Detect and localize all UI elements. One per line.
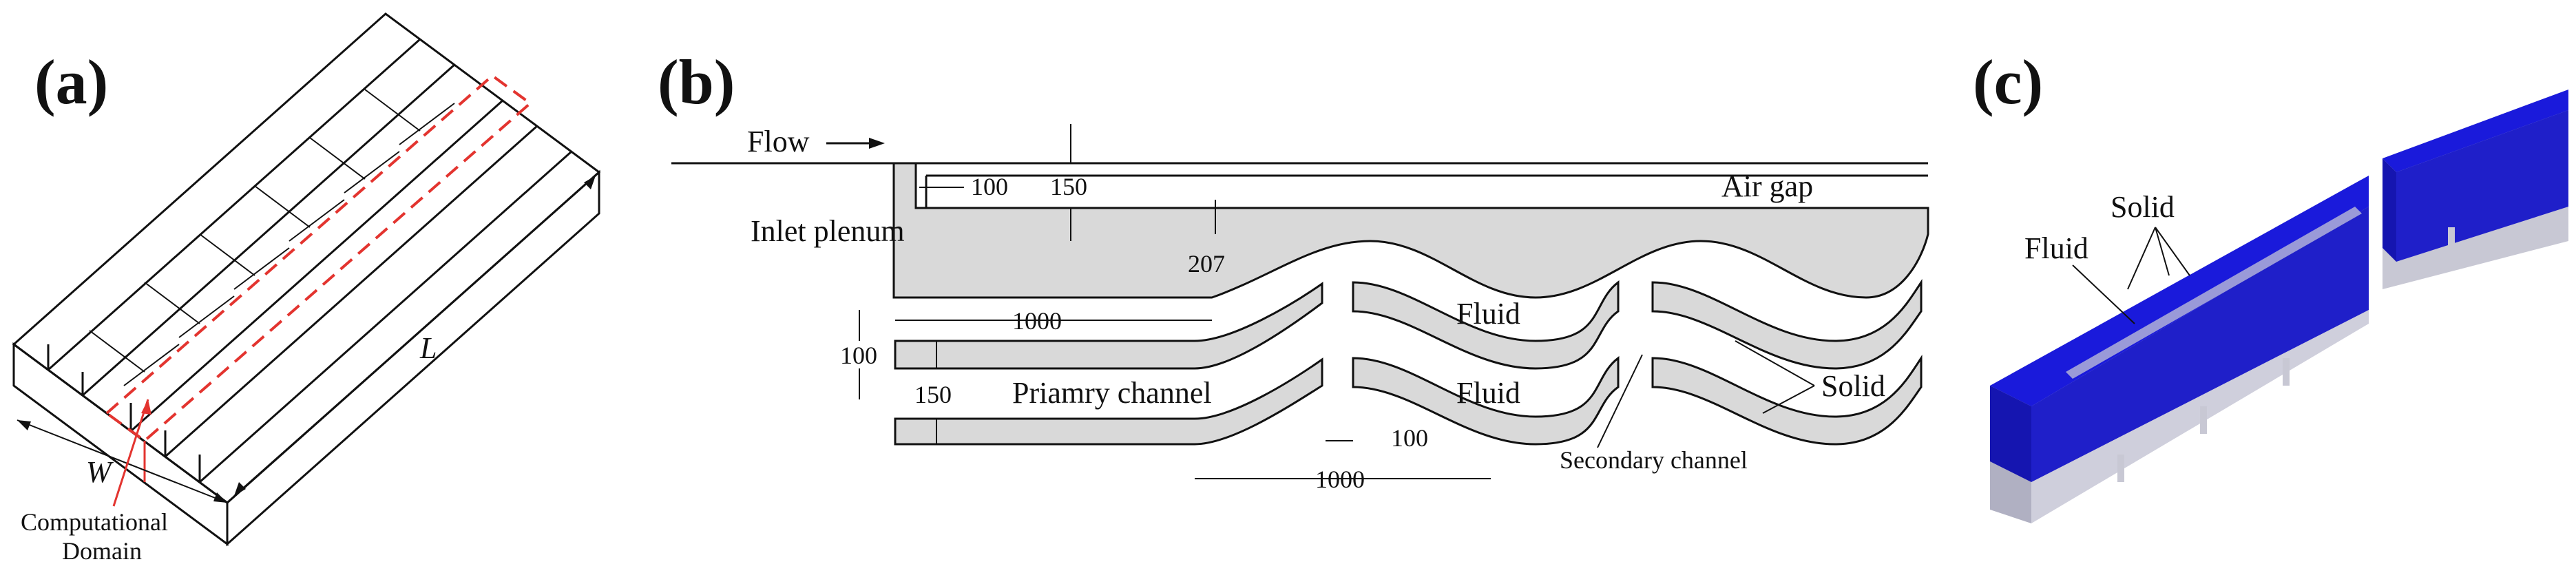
- sink-side-face: [226, 169, 600, 547]
- heat-sink-drawing: W L Computational Domain: [12, 12, 601, 565]
- computational-block-short: [2383, 90, 2568, 289]
- fluid-label-c: Fluid: [2024, 231, 2088, 265]
- width-label: W: [86, 455, 114, 489]
- solid-label-c: Solid: [2111, 190, 2175, 224]
- dim-100-top: 100: [971, 173, 1008, 200]
- panel-a: (a): [12, 12, 601, 565]
- computational-domain-box: [104, 74, 533, 443]
- dim-207: 207: [1188, 250, 1225, 278]
- wavy-fins: [894, 279, 1923, 446]
- secondary-channel-label: Secondary channel: [1560, 446, 1748, 474]
- fluid-label-2: Fluid: [1456, 376, 1520, 410]
- fluid-label-1: Fluid: [1456, 297, 1520, 331]
- domain-label-line1: Computational: [21, 508, 168, 536]
- inlet-plenum-region: [892, 162, 1929, 299]
- solid-label: Solid: [1821, 369, 1885, 403]
- computational-block-long: [1990, 176, 2369, 523]
- panel-b: (b) Air gap Inlet plenum Flow 100 150 20…: [658, 47, 1929, 493]
- dim-100-left: 100: [840, 342, 877, 369]
- dim-1000-bottom: 1000: [1315, 466, 1365, 493]
- length-label: L: [419, 331, 437, 365]
- inlet-plenum-label: Inlet plenum: [751, 214, 905, 248]
- panel-c: (c) Solid Fluid: [1973, 47, 2568, 523]
- dim-150-left: 150: [914, 381, 952, 408]
- dim-100-bottom: 100: [1391, 424, 1428, 452]
- air-gap-label: Air gap: [1721, 169, 1813, 203]
- domain-label-line2: Domain: [62, 537, 142, 565]
- primary-channel-label: Priamry channel: [1012, 376, 1212, 410]
- flow-label: Flow: [747, 125, 810, 158]
- length-dimension-line: [233, 175, 596, 497]
- dim-150-top: 150: [1050, 173, 1087, 200]
- panel-a-label: (a): [34, 47, 108, 117]
- panel-c-label: (c): [1973, 47, 2043, 117]
- panel-b-label: (b): [658, 47, 735, 117]
- dim-1000-left: 1000: [1012, 307, 1062, 335]
- width-dimension-line: [17, 419, 228, 503]
